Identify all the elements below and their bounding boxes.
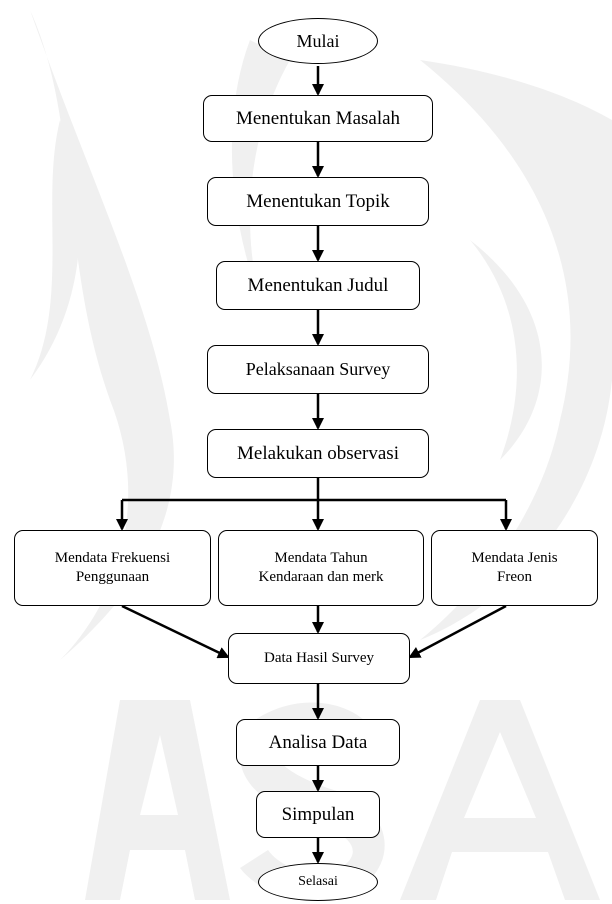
merge-data-hasil-survey: Data Hasil Survey bbox=[228, 633, 410, 684]
step-menentukan-topik: Menentukan Topik bbox=[207, 177, 429, 226]
step-melakukan-observasi: Melakukan observasi bbox=[207, 429, 429, 478]
step-analisa-data: Analisa Data bbox=[236, 719, 400, 766]
step-label: Simpulan bbox=[281, 803, 355, 825]
step-label: Melakukan observasi bbox=[237, 442, 399, 464]
branch-label: Mendata Jenis Freon bbox=[471, 550, 558, 585]
end-label: Selasai bbox=[298, 874, 338, 890]
branch-frekuensi-penggunaan: Mendata Frekuensi Penggunaan bbox=[14, 530, 211, 606]
branch-jenis-freon: Mendata Jenis Freon bbox=[431, 530, 598, 606]
arrow-right-to-merge bbox=[408, 604, 507, 659]
step-label: Pelaksanaan Survey bbox=[245, 359, 391, 380]
end-terminal: Selasai bbox=[258, 863, 378, 901]
start-terminal: Mulai bbox=[258, 18, 378, 64]
start-label: Mulai bbox=[296, 30, 340, 51]
arrow-left-to-merge bbox=[121, 604, 230, 659]
branch-label: Mendata Frekuensi Penggunaan bbox=[54, 550, 171, 585]
step-menentukan-masalah: Menentukan Masalah bbox=[203, 95, 433, 142]
branch-label: Mendata Tahun Kendaraan dan merk bbox=[258, 550, 384, 585]
step-simpulan: Simpulan bbox=[256, 791, 380, 838]
step-pelaksanaan-survey: Pelaksanaan Survey bbox=[207, 345, 429, 394]
step-label: Analisa Data bbox=[268, 731, 368, 753]
branch-tahun-kendaraan: Mendata Tahun Kendaraan dan merk bbox=[218, 530, 424, 606]
step-label: Menentukan Masalah bbox=[235, 107, 401, 129]
step-menentukan-judul: Menentukan Judul bbox=[216, 261, 420, 310]
step-label: Menentukan Judul bbox=[247, 274, 389, 296]
merge-label: Data Hasil Survey bbox=[264, 650, 374, 667]
step-label: Menentukan Topik bbox=[246, 190, 390, 212]
